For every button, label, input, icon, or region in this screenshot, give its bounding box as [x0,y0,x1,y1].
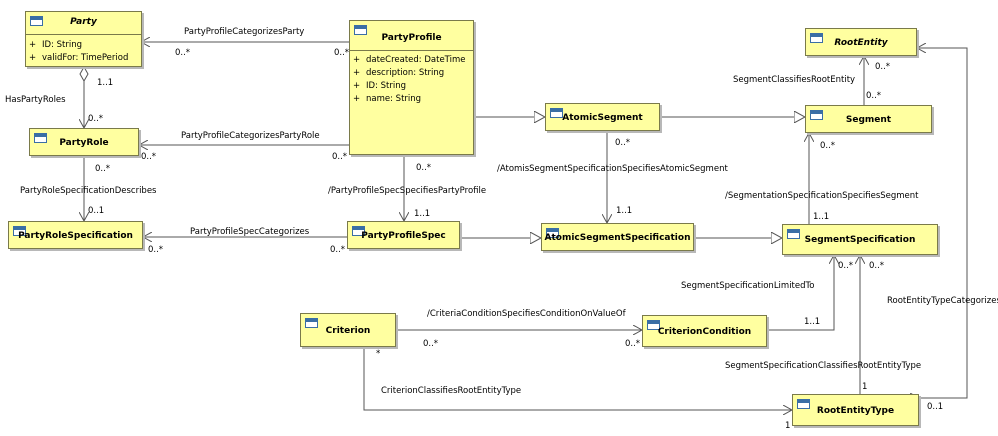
multiplicity-label: 0..1 [927,402,944,412]
association-label: PartyProfileCategorizesPartyRole [181,131,320,141]
class-party[interactable]: Party +ID: String +validFor: TimePeriod [25,11,142,67]
multiplicity-label: 0..* [88,114,104,124]
class-atomic-segment[interactable]: AtomicSegment [545,103,660,131]
class-icon [810,110,823,120]
multiplicity-label: 1..1 [414,209,431,219]
attribute: +validFor: TimePeriod [29,53,129,63]
association-label: /CriteriaConditionSpecifiesConditionOnVa… [427,309,626,319]
class-party-profile[interactable]: PartyProfile +dateCreated: DateTime +des… [349,20,474,155]
assoc-criterion-rootentitytype[interactable] [364,347,792,410]
multiplicity-label: 1..1 [97,78,114,88]
class-icon [352,226,365,236]
class-criterion-condition[interactable]: CriterionCondition [642,315,767,347]
class-criterion[interactable]: Criterion [300,313,396,347]
association-label: CriterionClassifiesRootEntityType [381,386,522,396]
class-icon [546,228,559,238]
multiplicity-label: 0..* [875,62,891,72]
multiplicity-label: 0..* [334,48,350,58]
association-label: /AtomisSegmentSpecificationSpecifiesAtom… [497,164,728,174]
class-name: PartyProfile [381,33,442,43]
class-segment-specification[interactable]: SegmentSpecification [782,224,938,255]
class-segment[interactable]: Segment [805,105,932,133]
multiplicity-label: 0..* [625,339,641,349]
multiplicity-label: 0..* [332,152,348,162]
class-atomic-segment-specification[interactable]: AtomicSegmentSpecification [541,223,694,251]
class-icon [13,226,26,236]
multiplicity-label: 1..1 [616,206,633,216]
multiplicity-label: 0..* [416,163,432,173]
multiplicity-label: 1..1 [813,212,830,222]
class-name: PartyProfileSpec [361,231,446,241]
association-label: HasPartyRoles [5,95,66,105]
class-icon [787,229,800,239]
divider [350,50,473,51]
association-label: PartyProfileCategorizesParty [184,27,305,37]
class-party-profile-spec[interactable]: PartyProfileSpec [347,221,460,249]
multiplicity-label: 1 [862,382,868,392]
divider [26,34,141,35]
assoc-segspec-limited-to[interactable] [767,255,834,330]
class-icon [647,320,660,330]
class-name: Segment [845,115,892,125]
association-label: PartyProfileSpecCategorizes [190,227,310,237]
class-root-entity[interactable]: RootEntity [805,28,917,56]
association-label: SegmentSpecificationClassifiesRootEntity… [725,361,922,371]
class-icon [30,16,43,26]
association-label: SegmentClassifiesRootEntity [733,75,856,85]
association-label: /PartyProfileSpecSpecifiesPartyProfile [328,186,487,196]
class-name: CriterionCondition [657,327,752,337]
multiplicity-label: 1..1 [804,317,821,327]
multiplicity-label: 0..* [148,245,164,255]
association-label: RootEntityTypeCategorizes [887,296,998,306]
class-icon [797,399,810,409]
multiplicity-label: 0..* [141,152,157,162]
class-party-role-specification[interactable]: PartyRoleSpecification [8,221,143,249]
class-icon [305,318,318,328]
association-label: PartyRoleSpecificationDescribes [20,186,157,196]
multiplicity-label: * [376,349,381,359]
class-name: SegmentSpecification [804,235,916,245]
class-root-entity-type[interactable]: RootEntityType [792,394,919,426]
multiplicity-label: 0..* [330,245,346,255]
class-name: AtomicSegmentSpecification [544,233,691,243]
class-party-role[interactable]: PartyRole [29,128,139,156]
association-label: /SegmentationSpecificationSpecifiesSegme… [725,191,919,201]
multiplicity-label: 0..1 [88,206,105,216]
attribute: +ID: String [353,81,406,91]
attribute: +ID: String [29,40,82,50]
multiplicity-label: 0..* [820,141,836,151]
class-name: RootEntityType [816,406,895,416]
attribute: +dateCreated: DateTime [353,55,466,65]
class-icon [810,33,823,43]
class-name: PartyRole [59,138,109,148]
multiplicity-label: 0..* [866,91,882,101]
class-name: Party [70,17,97,27]
multiplicity-label: 0..* [175,48,191,58]
class-name: AtomicSegment [562,113,643,123]
multiplicity-label: 0..* [869,261,885,271]
assoc-rootentitytype-rootentity[interactable] [917,48,968,398]
multiplicity-label: 0..* [95,164,111,174]
multiplicity-label: 0..* [838,261,854,271]
class-name: PartyRoleSpecification [18,231,133,241]
multiplicity-label: 0..* [423,339,439,349]
class-name: RootEntity [834,38,888,48]
attribute-list: +dateCreated: DateTime +description: Str… [353,54,471,106]
association-label: SegmentSpecificationLimitedTo [681,281,815,291]
aggregation-diamond-icon [79,65,89,83]
class-name: Criterion [325,326,371,336]
multiplicity-label: 1 [785,421,791,431]
class-icon [550,108,563,118]
attribute: +name: String [353,94,422,104]
attribute-list: +ID: String +validFor: TimePeriod [29,39,139,65]
attribute: +description: String [353,68,445,78]
class-icon [34,133,47,143]
multiplicity-label: 0..* [615,138,631,148]
class-icon [354,25,367,35]
